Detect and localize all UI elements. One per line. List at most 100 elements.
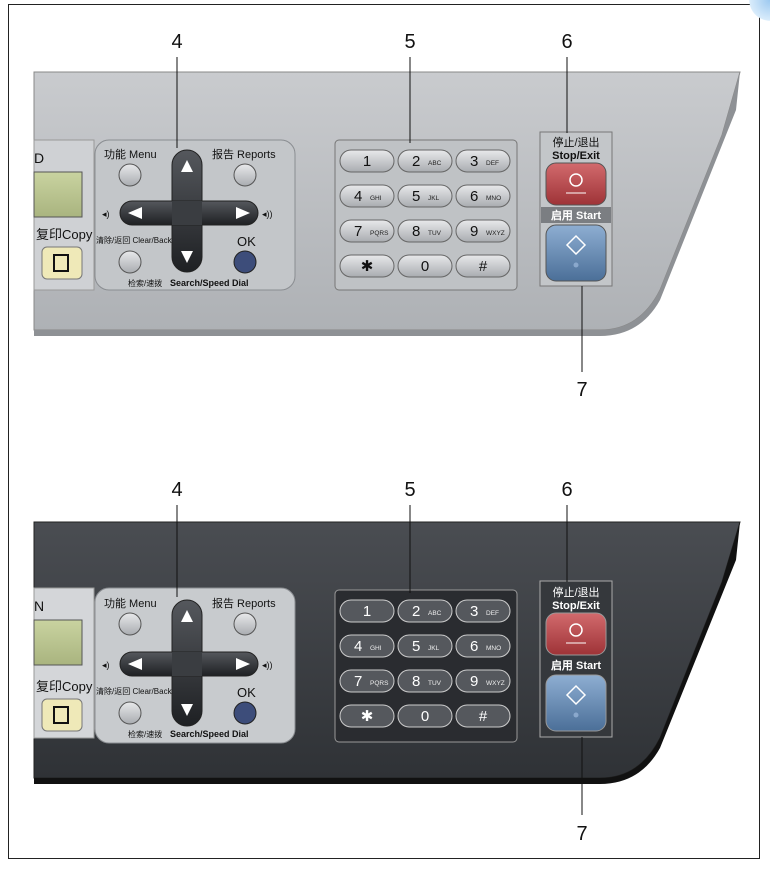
ok-label: OK: [237, 234, 256, 249]
menu-label: 功能 Menu: [104, 596, 157, 610]
search-label: 检索/速拨: [128, 278, 162, 288]
dial-key-5[interactable]: [397, 634, 453, 658]
dial-key-star[interactable]: [339, 704, 395, 728]
dial-key-number: 8: [412, 223, 420, 240]
callout-7: 7: [576, 823, 587, 845]
dial-key-number: 6: [470, 188, 478, 205]
dial-key-3[interactable]: [455, 149, 511, 173]
ok-button[interactable]: [233, 701, 257, 725]
callout-5: 5: [404, 479, 415, 501]
stop-exit-label: Stop/Exit: [552, 600, 600, 612]
stop-icon: [569, 623, 583, 637]
start-indicator: [573, 712, 579, 718]
dial-key-2[interactable]: [397, 599, 453, 623]
dial-key-number: #: [479, 708, 488, 725]
clear-back-button[interactable]: [118, 701, 142, 725]
clear-back-button[interactable]: [118, 250, 142, 274]
lcd-screen: [33, 619, 83, 666]
callout-7: 7: [576, 379, 587, 401]
dial-key-number: 2: [412, 153, 420, 170]
reports-label: 报告 Reports: [212, 147, 276, 161]
dial-key-number: 0: [421, 708, 429, 725]
stop-exit-button[interactable]: [545, 162, 607, 206]
callout-6: 6: [561, 31, 572, 53]
dial-key-0[interactable]: [397, 254, 453, 278]
dial-key-8[interactable]: [397, 219, 453, 243]
left-arrow-icon[interactable]: [128, 658, 142, 670]
dial-key-hash[interactable]: [455, 704, 511, 728]
dial-key-letters: DEF: [486, 160, 499, 167]
dial-key-letters: MNO: [486, 195, 501, 202]
stop-exit-button[interactable]: [545, 612, 607, 656]
dial-key-7[interactable]: [339, 669, 395, 693]
volume-up-icon: ◂)): [262, 209, 273, 219]
up-arrow-icon[interactable]: [181, 160, 193, 172]
dial-key-7[interactable]: [339, 219, 395, 243]
dial-key-number: 8: [412, 673, 420, 690]
start-icon: [565, 684, 587, 706]
dial-key-0[interactable]: [397, 704, 453, 728]
left-arrow-icon[interactable]: [128, 207, 142, 219]
copy-button[interactable]: [41, 246, 83, 280]
dial-key-2[interactable]: [397, 149, 453, 173]
dial-key-letters: JKL: [428, 195, 440, 202]
page-corner-mark: [746, 0, 770, 24]
dial-key-letters: MNO: [486, 645, 501, 652]
up-arrow-icon[interactable]: [181, 610, 193, 622]
copy-icon: [53, 254, 69, 272]
ok-button[interactable]: [233, 250, 257, 274]
right-arrow-icon[interactable]: [236, 658, 250, 670]
dial-key-6[interactable]: [455, 634, 511, 658]
dial-key-number: 1: [363, 603, 371, 620]
dial-key-star[interactable]: [339, 254, 395, 278]
dial-key-number: 1: [363, 153, 371, 170]
copy-button[interactable]: [41, 698, 83, 732]
dial-key-letters: GHI: [370, 195, 382, 202]
dial-key-letters: GHI: [370, 645, 382, 652]
dial-key-8[interactable]: [397, 669, 453, 693]
reports-button[interactable]: [233, 163, 257, 187]
right-arrow-icon[interactable]: [236, 207, 250, 219]
menu-button[interactable]: [118, 163, 142, 187]
menu-button[interactable]: [118, 612, 142, 636]
clear-back-label: 清除/返回 Clear/Back: [96, 235, 173, 245]
dial-key-letters: WXYZ: [486, 680, 505, 687]
down-arrow-icon[interactable]: [181, 251, 193, 263]
down-arrow-icon[interactable]: [181, 704, 193, 716]
dial-key-5[interactable]: [397, 184, 453, 208]
copy-label: 复印Copy: [36, 679, 93, 694]
stop-exit-cn-label: 停止/退出: [552, 585, 599, 599]
dial-key-4[interactable]: [339, 634, 395, 658]
dial-key-3[interactable]: [455, 599, 511, 623]
dial-key-letters: DEF: [486, 610, 499, 617]
dial-key-letters: JKL: [428, 645, 440, 652]
dial-key-letters: WXYZ: [486, 230, 505, 237]
dial-key-letters: PQRS: [370, 230, 389, 237]
dial-key-number: 3: [470, 603, 478, 620]
dial-key-9[interactable]: [455, 669, 511, 693]
dial-key-number: 9: [470, 223, 478, 240]
dial-key-number: 3: [470, 153, 478, 170]
dial-key-1[interactable]: [339, 599, 395, 623]
dial-key-6[interactable]: [455, 184, 511, 208]
search-speed-dial-label: Search/Speed Dial: [170, 278, 249, 288]
dial-key-9[interactable]: [455, 219, 511, 243]
start-label: 启用 Start: [551, 658, 601, 672]
figure-frame: [8, 4, 760, 859]
dial-key-number: 6: [470, 638, 478, 655]
start-label: 启用 Start: [551, 208, 601, 222]
dial-key-number: 9: [470, 673, 478, 690]
volume-down-icon: ◂): [102, 209, 110, 219]
ok-label: OK: [237, 685, 256, 700]
search-label: 检索/速拨: [128, 729, 162, 739]
reports-button[interactable]: [233, 612, 257, 636]
callout-6: 6: [561, 479, 572, 501]
dial-key-1[interactable]: [339, 149, 395, 173]
copy-label: 复印Copy: [36, 227, 93, 242]
dial-key-number: #: [479, 258, 488, 275]
stop-exit-label: Stop/Exit: [552, 150, 600, 162]
reports-label: 报告 Reports: [212, 596, 276, 610]
dial-key-hash[interactable]: [455, 254, 511, 278]
dial-key-4[interactable]: [339, 184, 395, 208]
